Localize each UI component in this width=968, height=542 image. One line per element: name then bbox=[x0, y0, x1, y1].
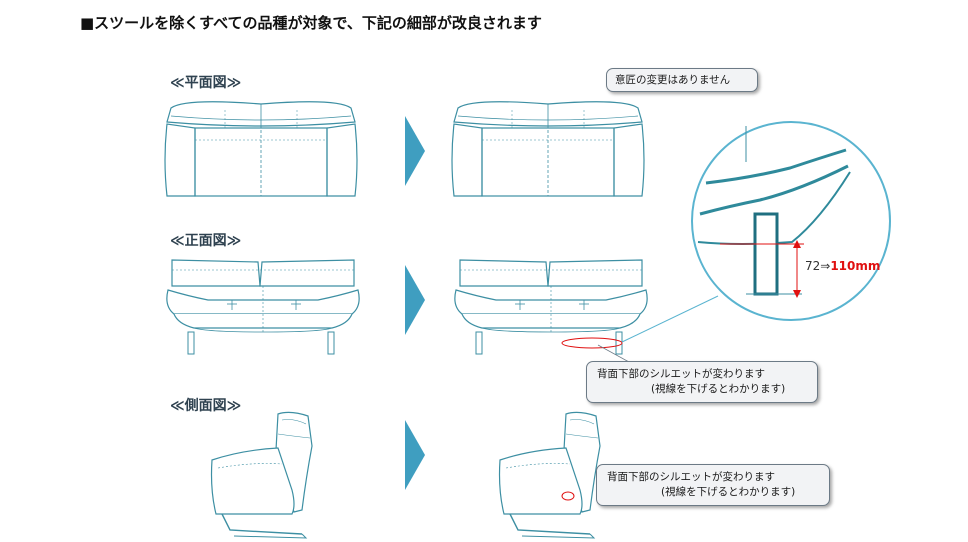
dimension-label: 72⇒110mm bbox=[805, 259, 880, 273]
callout-side-line2: (視線を下げるとわかります) bbox=[661, 486, 796, 498]
detail-circle bbox=[691, 121, 891, 321]
right-triangle-arrow-icon bbox=[405, 265, 425, 335]
right-triangle-arrow-icon bbox=[405, 420, 425, 490]
callout-front-line2: (視線を下げるとわかります) bbox=[651, 383, 786, 395]
callout-side-note: 背面下部のシルエットが変わります (視線を下げるとわかります) bbox=[596, 464, 830, 506]
dimension-new: 110 bbox=[830, 259, 856, 273]
detail-leader-line bbox=[621, 295, 719, 343]
front-highlight-ellipse bbox=[561, 337, 623, 349]
front-sofa-before bbox=[166, 259, 360, 355]
dimension-unit: mm bbox=[855, 259, 881, 273]
plan-sofa-after bbox=[451, 101, 645, 197]
page-title: ■スツールを除くすべての品種が対象で、下記の細部が改良されます bbox=[80, 14, 542, 32]
callout-front-note: 背面下部のシルエットが変わります (視線を下げるとわかります) bbox=[586, 361, 818, 403]
dimension-old: 72⇒ bbox=[805, 259, 831, 273]
front-sofa-after bbox=[454, 259, 648, 355]
plan-sofa-before bbox=[164, 101, 358, 197]
callout-design-unchanged: 意匠の変更はありません bbox=[606, 68, 758, 92]
section-label-plan: ≪平面図≫ bbox=[170, 75, 242, 91]
section-label-side: ≪側面図≫ bbox=[170, 398, 242, 414]
section-label-front: ≪正面図≫ bbox=[170, 233, 242, 249]
callout-side-line1: 背面下部のシルエットが変わります bbox=[607, 471, 775, 483]
side-chair-after bbox=[498, 411, 601, 539]
side-chair-before bbox=[210, 411, 313, 539]
callout-front-line1: 背面下部のシルエットが変わります bbox=[597, 368, 765, 380]
right-triangle-arrow-icon bbox=[405, 116, 425, 186]
callout-design-unchanged-text: 意匠の変更はありません bbox=[615, 74, 731, 86]
side-highlight-ellipse bbox=[561, 491, 575, 501]
detail-drawing bbox=[697, 126, 851, 298]
